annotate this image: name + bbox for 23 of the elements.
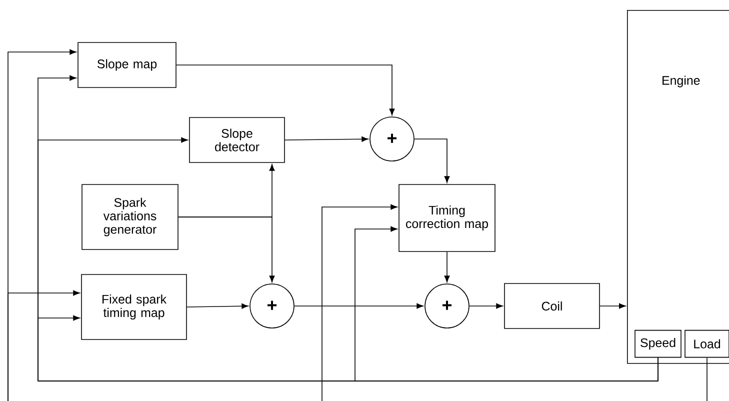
arrow <box>322 204 398 401</box>
sensor-box: Load <box>684 330 729 358</box>
arrow <box>469 303 503 309</box>
process-box: Coil <box>504 283 600 329</box>
arrow <box>284 136 368 142</box>
process-box: Fixed spark timing map <box>81 274 187 340</box>
summing-junction: + <box>424 284 470 328</box>
summing-junction: + <box>250 284 294 328</box>
arrow <box>8 290 80 401</box>
arrow <box>444 252 450 282</box>
process-box: Slope detector <box>189 117 285 163</box>
arrow <box>176 64 395 116</box>
process-box: Timing correction map <box>398 184 496 252</box>
arrow <box>600 303 626 309</box>
arrow <box>294 303 424 309</box>
arrow <box>414 138 450 183</box>
process-box: Slope map <box>78 42 176 88</box>
arrow <box>186 303 248 309</box>
process-box: Spark variations generator <box>82 184 178 250</box>
arrow <box>178 216 275 282</box>
summing-junction: + <box>370 116 414 162</box>
sensor-box: Speed <box>634 330 682 358</box>
arrow <box>354 226 658 382</box>
